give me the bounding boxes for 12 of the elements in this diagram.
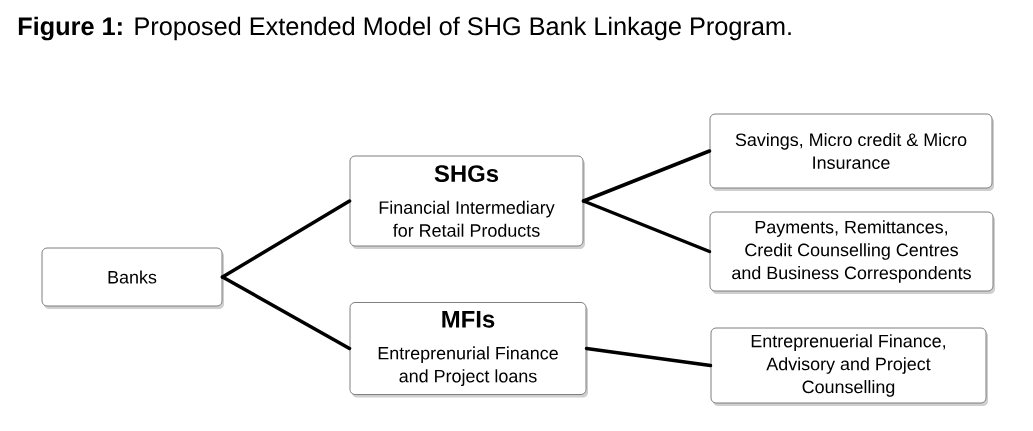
connector-line [584, 346, 713, 368]
process-box: Banks [41, 247, 224, 309]
figure-title: Figure 1: Proposed Extended Model of SHG Bank Linkage Program. [18, 16, 791, 41]
process-box: SHGs Financial Intermediary for Retail Products [349, 155, 585, 249]
connector-line [581, 199, 712, 254]
process-box: MFIs Entreprenurial Finance and Project loans [349, 302, 588, 398]
process-box: Payments, Remittances, Credit Counselling Centres and Business Correspondents [709, 211, 995, 294]
process-box: Entreprenuerial Finance, Advisory and Project Counselling [710, 327, 988, 406]
connector-line [581, 149, 712, 203]
connector-line [220, 275, 352, 351]
process-box: Savings, Micro credit & Micro Insurance [709, 113, 994, 191]
connector-line [220, 199, 352, 279]
